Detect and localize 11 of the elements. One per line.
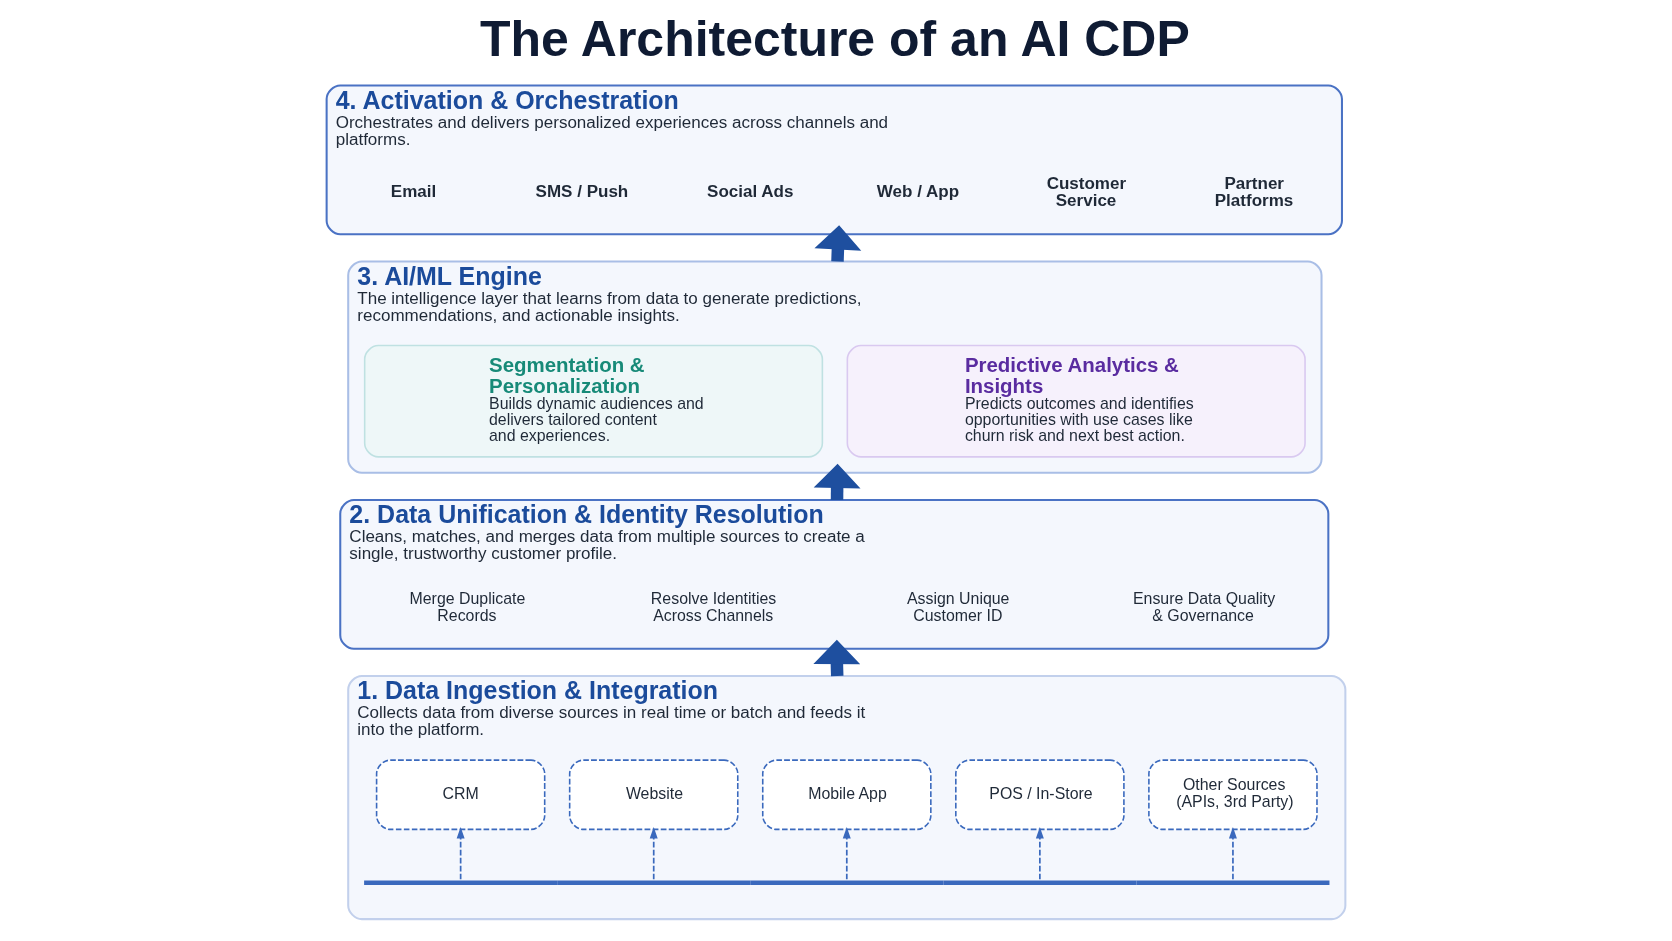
node-text: Customer Service	[1046, 174, 1127, 211]
node-text: Email	[390, 181, 437, 201]
node-text: Merge Duplicate Records	[409, 590, 526, 625]
node-text: Assign Unique Customer ID	[906, 590, 1010, 625]
node-text: Resolve Identities Across Channels	[650, 590, 777, 625]
node-text: Ensure Data Quality & Governance	[1132, 590, 1276, 625]
node-text: Web / App	[876, 181, 960, 201]
node-text: Partner Platforms	[1214, 174, 1294, 211]
node-text: Social Ads	[707, 181, 794, 201]
diagram-title: The Architecture of an AI CDP	[479, 11, 1190, 68]
node-text: SMS / Push	[535, 181, 629, 201]
